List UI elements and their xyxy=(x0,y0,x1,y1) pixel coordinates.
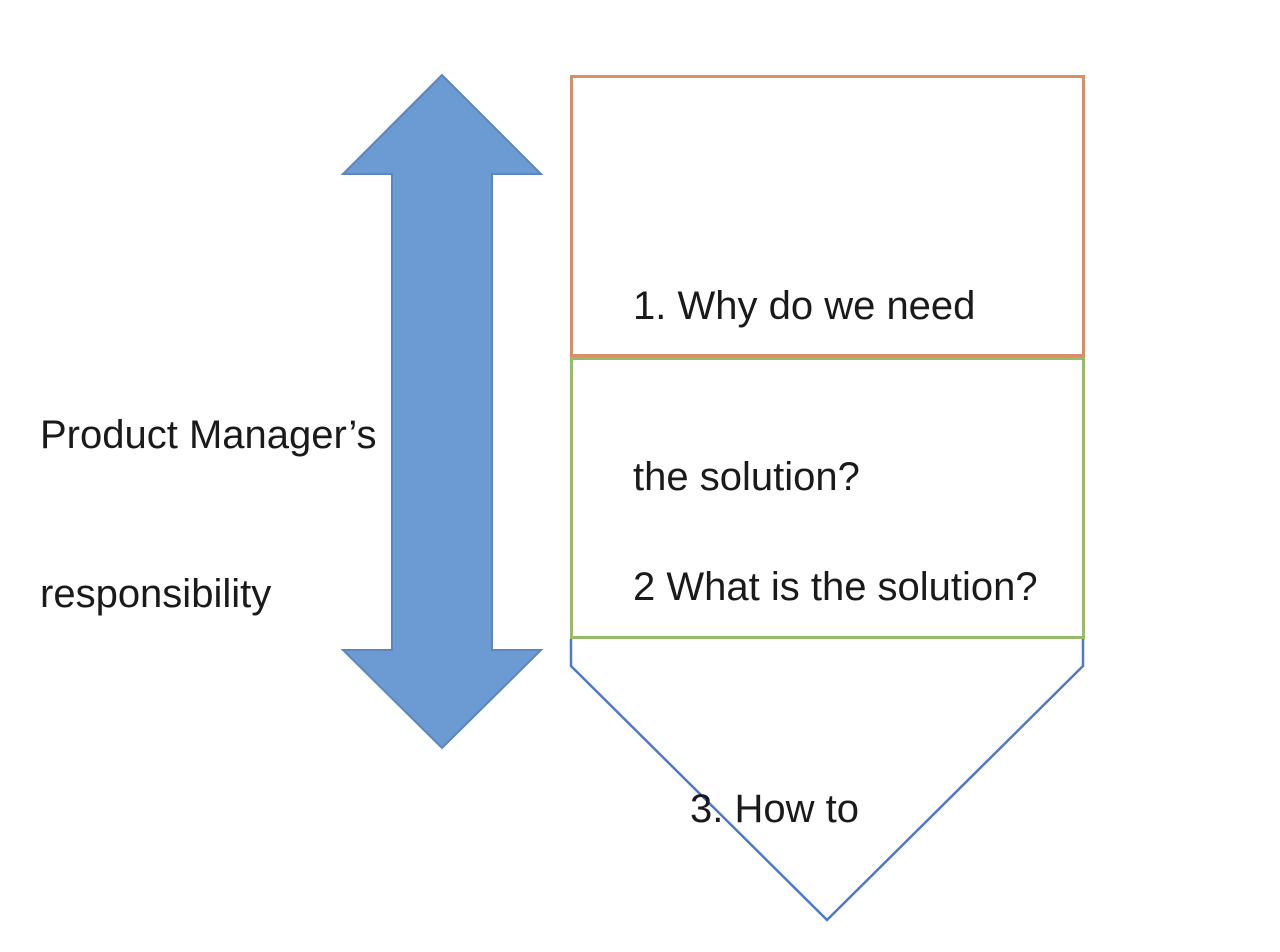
section-2-text-line: 2 What is the solution? xyxy=(633,565,1038,609)
section-3-text: 3. How to implement it? xyxy=(690,667,928,952)
section-1-text: 1. Why do we need the solution? xyxy=(633,164,975,620)
left-label-line: Product Manager’s xyxy=(40,413,377,457)
double-headed-arrow-shape xyxy=(340,73,544,750)
section-3-text-line: 3. How to xyxy=(690,787,859,831)
section-1-text-line: the solution? xyxy=(633,455,860,499)
left-label: Product Manager’s responsibility xyxy=(40,303,376,727)
downward-pentagon-shape xyxy=(569,639,1085,922)
section-2-text: 2 What is the solution? xyxy=(633,445,1038,730)
section-2-box xyxy=(570,357,1085,639)
section-1-box xyxy=(570,75,1085,357)
left-label-line: responsibility xyxy=(40,572,272,616)
section-1-text-line: 1. Why do we need xyxy=(633,284,976,328)
